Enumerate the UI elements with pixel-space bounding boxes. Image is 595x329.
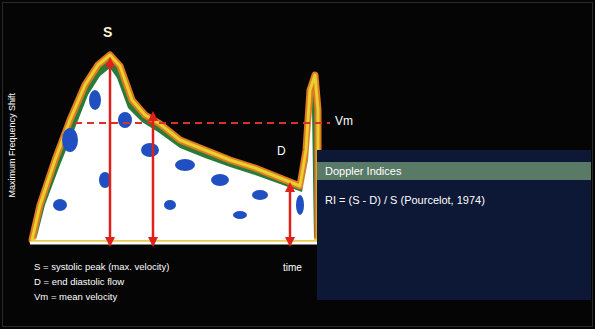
panel-heading: Doppler Indices [317,162,591,180]
mean-label: Vm [335,115,353,129]
formula-text: RI = (S - D) / S (Pourcelot, 1974) [317,180,591,212]
legend-note: Vm = mean velocity [34,292,117,303]
spectrum-edge [32,55,318,240]
spectrum-yellow [32,55,318,240]
diastole-label: D [277,145,286,159]
peak-label: S [103,24,112,40]
indices-panel: Doppler IndicesRI = (S - D) / S (Pourcel… [317,150,591,300]
legend-note: S = systolic peak (max. velocity) [34,262,169,273]
legend-note: D = end diastolic flow [34,277,124,288]
spectrum-speckle [53,90,304,219]
axis-title: time [283,262,302,274]
spectrum-core [36,68,314,240]
mean-arrow [152,116,155,242]
baseline [30,242,318,245]
diastolic-arrow [289,187,292,242]
axis-title: Maximum Frequency Shift [7,93,17,198]
mean-velocity-line [75,122,330,124]
systolic-arrow [109,62,112,242]
